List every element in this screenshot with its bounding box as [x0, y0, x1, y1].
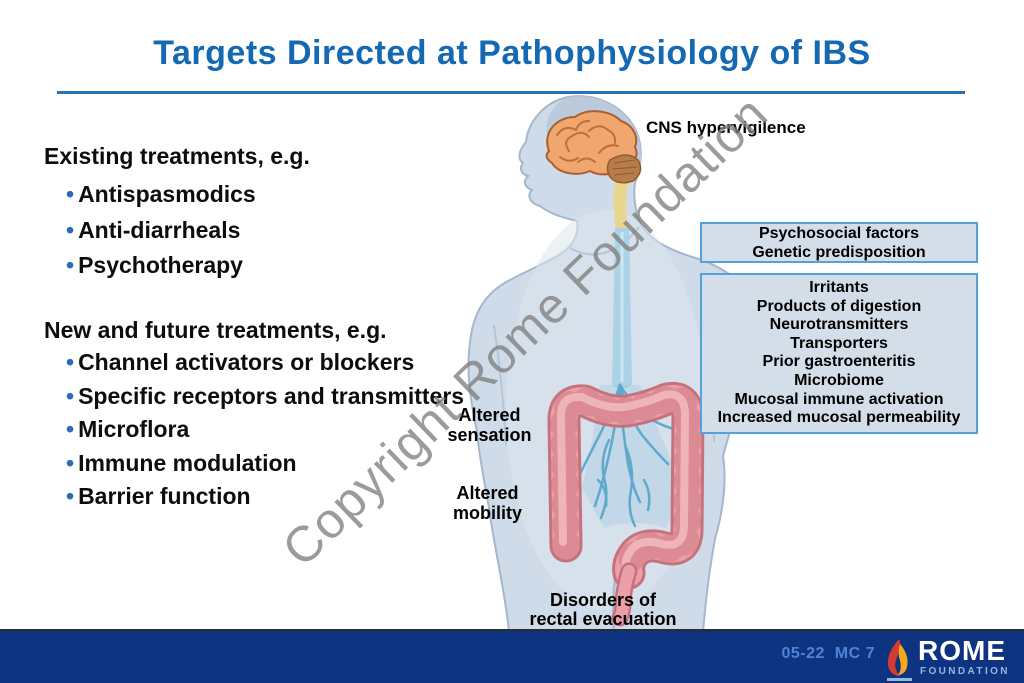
footer-bar: 05-22 MC 7 ROME FOUNDATION: [0, 629, 1024, 683]
slide-code: 05-22 MC 7: [781, 645, 875, 662]
leg-split-line: [611, 579, 617, 632]
list-item: • Specific receptors and transmitters: [44, 382, 478, 409]
rome-foundation-logo: ROME FOUNDATION: [884, 637, 1016, 683]
bullet-icon: •: [66, 349, 75, 375]
list-item: • Anti-diarrheals: [44, 216, 478, 243]
altered-sensation-label: Altered sensation: [447, 405, 532, 445]
arm-line-left: [493, 324, 507, 446]
cerebellum-icon: [606, 154, 642, 184]
bullet-icon: •: [66, 416, 75, 442]
brand-name: ROME: [918, 635, 1006, 666]
page-title: Targets Directed at Pathophysiology of I…: [153, 34, 871, 72]
bullet-icon: •: [66, 216, 75, 243]
brain-icon: [545, 110, 642, 184]
altered-mobility-label: Altered mobility: [452, 483, 522, 523]
bullet-icon: •: [66, 181, 75, 207]
flame-icon: [887, 639, 908, 676]
list-item: • Microflora: [44, 417, 478, 442]
future-treatments-heading: New and future treatments, e.g.: [44, 317, 387, 343]
logo-underline: [887, 678, 912, 681]
treatment-label: Microflora: [78, 416, 190, 442]
treatment-label: Antispasmodics: [78, 181, 256, 207]
spinal-cord-icon: [612, 174, 632, 389]
existing-treatments-list: Existing treatments, e.g. • Antispasmodi…: [44, 142, 478, 289]
treatment-label: Barrier function: [78, 483, 251, 509]
human-body-figure: [467, 95, 753, 632]
bullet-icon: •: [66, 483, 75, 509]
list-item: • Channel activators or blockers: [44, 350, 478, 375]
psychosocial-factors-box: Psychosocial factors Genetic predisposit…: [700, 222, 978, 263]
treatment-label: Specific receptors and transmitters: [78, 382, 465, 409]
list-item: • Antispasmodics: [44, 182, 478, 207]
treatment-label: Psychotherapy: [78, 252, 243, 278]
bullet-icon: •: [66, 252, 75, 278]
treatment-label: Channel activators or blockers: [78, 349, 415, 375]
bullet-icon: •: [66, 382, 75, 409]
treatment-label: Anti-diarrheals: [78, 216, 241, 243]
list-item: • Immune modulation: [44, 449, 478, 476]
title-divider: [57, 91, 965, 94]
list-item: • Barrier function: [44, 484, 478, 509]
bullet-icon: •: [66, 449, 75, 476]
future-treatments-list: New and future treatments, e.g. • Channe…: [44, 316, 478, 518]
list-item: • Psychotherapy: [44, 253, 478, 278]
treatment-label: Immune modulation: [78, 449, 297, 476]
luminal-factors-box: Irritants Products of digestion Neurotra…: [700, 273, 978, 434]
rectal-evacuation-label: Disorders of rectal evacuation: [529, 590, 677, 629]
existing-treatments-heading: Existing treatments, e.g.: [44, 143, 310, 169]
cns-label: CNS hypervigilence: [646, 118, 806, 137]
colon-icon: [547, 381, 705, 627]
brand-subtitle: FOUNDATION: [920, 666, 1010, 677]
collar-line: [569, 226, 640, 256]
